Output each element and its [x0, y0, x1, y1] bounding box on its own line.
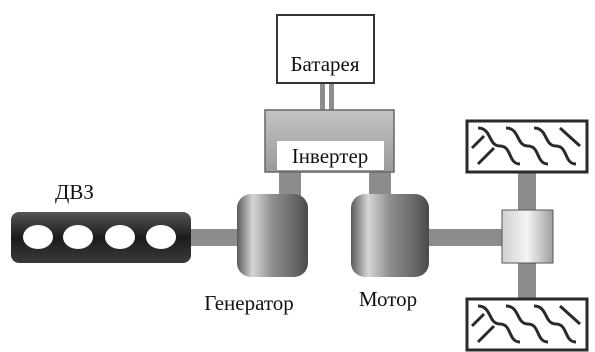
generator-drum-icon	[237, 194, 308, 277]
connector-inverter-motor	[369, 168, 391, 196]
generator-label: Генератор	[204, 291, 294, 315]
shaft-motor-axle	[426, 229, 502, 246]
cylinder-4	[146, 225, 176, 249]
inverter-label-plate	[277, 141, 384, 170]
cylinder-3	[105, 225, 135, 249]
shaft-engine-generator	[190, 229, 240, 246]
cylinder-1	[23, 225, 53, 249]
wheel-top-icon	[465, 119, 589, 174]
motor-label: Мотор	[359, 287, 417, 311]
motor-drum-icon	[351, 194, 429, 277]
battery-box	[276, 14, 375, 84]
engine-label: ДВЗ	[55, 180, 94, 204]
connector-inverter-generator	[279, 168, 301, 196]
connector-battery-inverter	[320, 80, 334, 112]
cylinder-2	[63, 225, 93, 249]
inverter-label: Інвертер	[292, 144, 369, 168]
battery-label: Батарея	[290, 52, 359, 76]
engine-block-icon	[11, 212, 191, 263]
differential-icon	[501, 209, 554, 264]
wheel-bottom-icon	[465, 297, 589, 352]
